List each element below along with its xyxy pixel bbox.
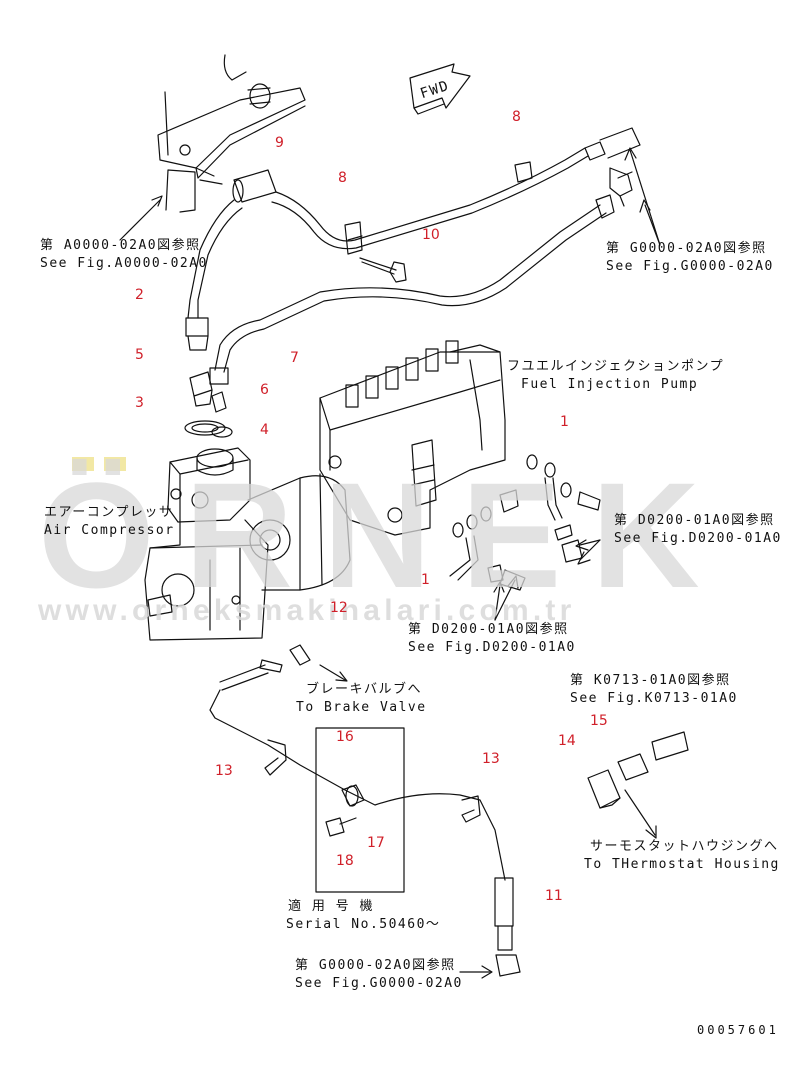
part-number-1: 1 <box>560 414 569 430</box>
part-number-18: 18 <box>336 853 354 869</box>
ref-g0000-bottom-jp: 第 G0000-02A0図参照 <box>295 958 456 973</box>
air-compressor-en: Air Compressor <box>44 523 175 538</box>
part-number-11: 11 <box>545 888 563 904</box>
part-number-7: 7 <box>290 350 299 366</box>
pipes-1 <box>449 454 601 591</box>
ref-d0200-mid-jp: 第 D0200-01A0図参照 <box>408 622 569 637</box>
part-number-2: 2 <box>135 287 144 303</box>
fuel-pump-en: Fuel Injection Pump <box>521 377 699 392</box>
ref-a0000-en: See Fig.A0000-02A0 <box>40 256 208 271</box>
ref-g0000-top-en: See Fig.G0000-02A0 <box>606 259 774 274</box>
serial-inset <box>315 727 405 893</box>
ref-d0200-mid-en: See Fig.D0200-01A0 <box>408 640 576 655</box>
watermark-dot <box>104 457 126 471</box>
part-number-3: 3 <box>135 395 144 411</box>
part-number-15: 15 <box>590 713 608 729</box>
brake-valve-jp: ブレーキバルブへ <box>306 682 423 697</box>
ref-d0200-right-en: See Fig.D0200-01A0 <box>614 531 782 546</box>
delivery-valves <box>345 340 459 408</box>
thermostat-jp: サーモスタットハウジングへ <box>590 839 779 854</box>
part-number-4: 4 <box>260 422 269 438</box>
ref-d0200-right-jp: 第 D0200-01A0図参照 <box>614 513 775 528</box>
watermark-url: www.orneksmakinalari.com.tr <box>38 594 576 627</box>
serial-en: Serial No.50460～ <box>286 917 441 932</box>
fuel-injection-pump <box>319 340 506 536</box>
tube-7 <box>209 194 615 385</box>
thermostat-en: To THermostat Housing <box>584 857 780 872</box>
watermark-dot <box>72 457 94 471</box>
reference-arrows <box>119 147 661 979</box>
hose-fitting-top <box>584 127 641 207</box>
sleeve-9 <box>232 169 277 203</box>
part-number-13: 13 <box>482 751 500 767</box>
coupling <box>247 473 351 591</box>
air-compressor <box>144 447 269 641</box>
part-number-16: 16 <box>336 729 354 745</box>
fuel-pump-jp: フユエルインジェクションポンプ <box>507 359 725 374</box>
tube-2 <box>185 147 589 351</box>
part-number-6: 6 <box>260 382 269 398</box>
ref-k0713-en: See Fig.K0713-01A0 <box>570 691 738 706</box>
serial-jp: 適 用 号 機 <box>288 899 374 914</box>
fwd-arrow-icon <box>409 63 471 115</box>
part-number-12: 12 <box>330 600 348 616</box>
brake-line <box>209 644 521 977</box>
air-compressor-jp: エアーコンプレッサ <box>44 505 174 520</box>
thermostat-fittings <box>587 731 689 809</box>
ref-a0000-jp: 第 A0000-02A0図参照 <box>40 238 201 253</box>
part-number-1: 1 <box>421 572 430 588</box>
part-number-8: 8 <box>512 109 521 125</box>
part-number-14: 14 <box>558 733 576 749</box>
engine-bracket <box>157 54 306 213</box>
brake-valve-en: To Brake Valve <box>296 700 427 715</box>
drawing-number: 00057601 <box>697 1023 779 1037</box>
clamp-8 <box>344 161 533 255</box>
ref-g0000-bottom-en: See Fig.G0000-02A0 <box>295 976 463 991</box>
ref-g0000-top-jp: 第 G0000-02A0図参照 <box>606 241 767 256</box>
part-number-8: 8 <box>338 170 347 186</box>
watermark-brand: ÖRNEK <box>38 451 730 619</box>
part-number-13: 13 <box>215 763 233 779</box>
part-number-17: 17 <box>367 835 385 851</box>
fittings-3-6 <box>184 371 233 438</box>
part-number-9: 9 <box>275 135 284 151</box>
bolt-10 <box>359 257 407 283</box>
part-number-5: 5 <box>135 347 144 363</box>
ref-k0713-jp: 第 K0713-01A0図参照 <box>570 673 731 688</box>
part-number-10: 10 <box>422 227 440 243</box>
